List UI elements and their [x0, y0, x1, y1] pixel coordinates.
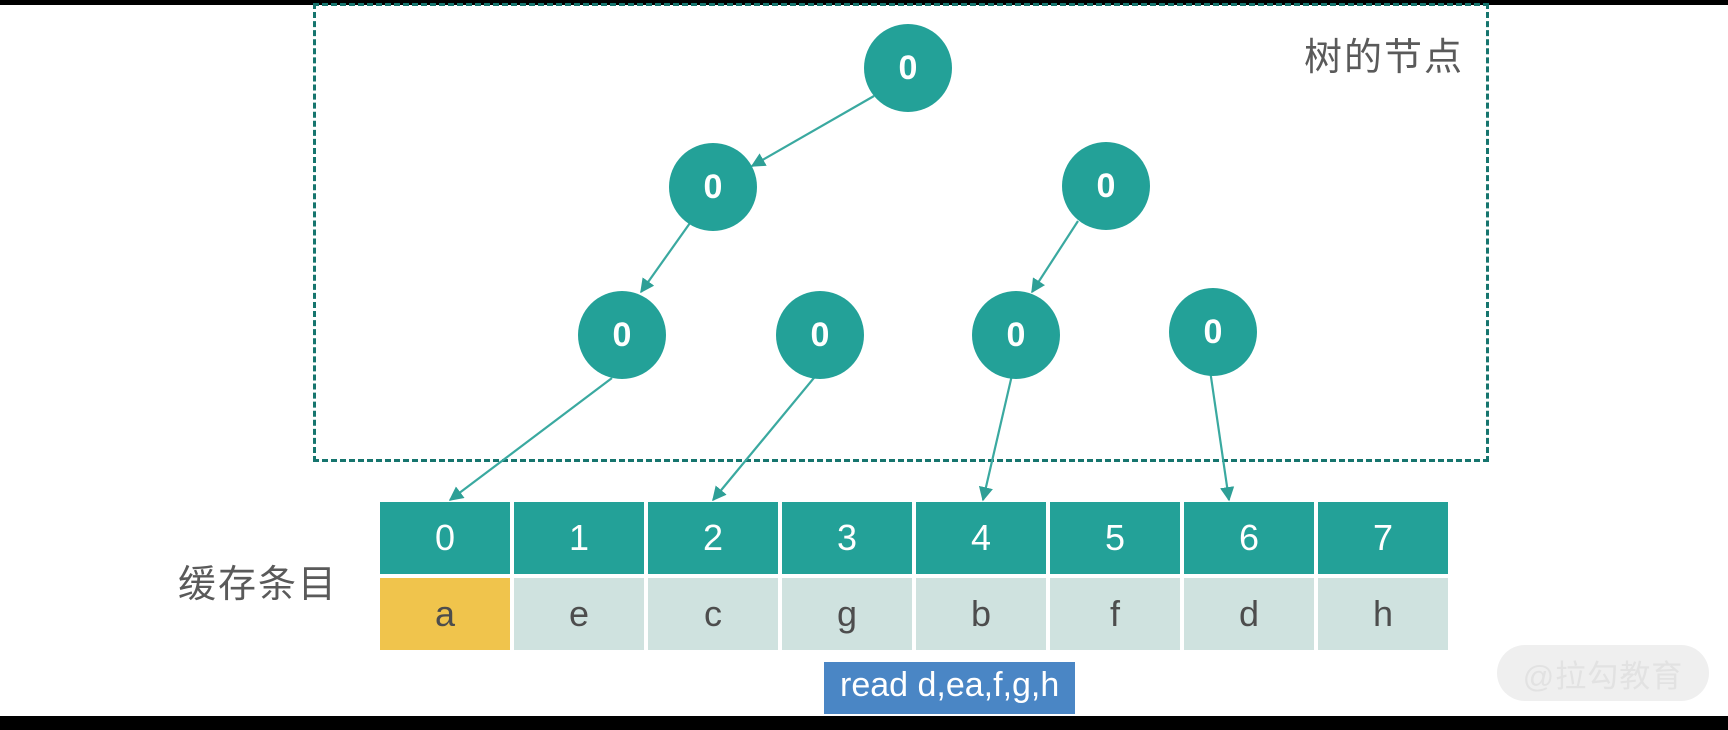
cache-value-cell: d — [1184, 578, 1314, 650]
cache-entries-label: 缓存条目 — [178, 564, 339, 606]
cache-index-cell: 7 — [1318, 502, 1448, 574]
cache-index-cell: 5 — [1050, 502, 1180, 574]
cache-value-cell: e — [514, 578, 644, 650]
watermark: @拉勾教育 — [1497, 645, 1709, 701]
tree-node-l3-b: 0 — [776, 291, 864, 379]
cache-index-cell: 0 — [380, 502, 510, 574]
cache-value-cell: h — [1318, 578, 1448, 650]
tree-node-l2-a: 0 — [669, 143, 757, 231]
letterbox-top — [0, 0, 1728, 5]
tree-node-l3-d: 0 — [1169, 288, 1257, 376]
tree-region-dashed-box: 树的节点 — [313, 3, 1489, 462]
letterbox-bottom — [0, 716, 1728, 730]
tree-node-l2-b: 0 — [1062, 142, 1150, 230]
tree-node-l3-c: 0 — [972, 291, 1060, 379]
cache-value-cell: g — [782, 578, 912, 650]
cache-index-cell: 6 — [1184, 502, 1314, 574]
cache-index-cell: 4 — [916, 502, 1046, 574]
cache-value-cell: c — [648, 578, 778, 650]
cache-index-cell: 1 — [514, 502, 644, 574]
cache-index-cell: 2 — [648, 502, 778, 574]
tree-node-l3-a: 0 — [578, 291, 666, 379]
tree-region-label: 树的节点 — [1303, 37, 1464, 79]
cache-index-cell: 3 — [782, 502, 912, 574]
cache-value-cell: b — [916, 578, 1046, 650]
tree-node-root: 0 — [864, 24, 952, 112]
read-operation-caption: read d,ea,f,g,h — [824, 662, 1076, 714]
cache-value-cell: f — [1050, 578, 1180, 650]
cache-value-cell: a — [380, 578, 510, 650]
